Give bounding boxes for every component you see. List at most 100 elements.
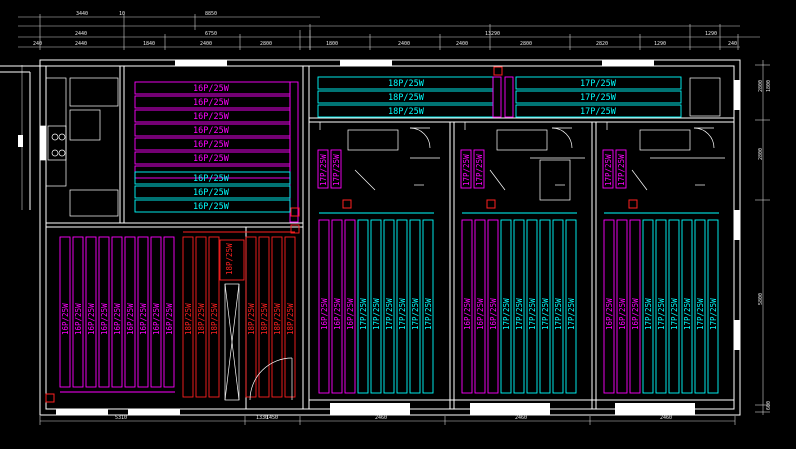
rack-label: 16P/25W [193, 84, 230, 94]
rack-label: 17P/25W [528, 298, 537, 330]
rack-label: 18P/25W [197, 303, 206, 335]
dim-bottom-1: 5310 [115, 415, 127, 421]
rack-label: 17P/25W [372, 298, 381, 330]
bottom-left-rack-group: 16P/25W 16P/25W 16P/25W 16P/25W 16P/25W … [45, 236, 175, 403]
dim-r3-8: 2400 [456, 41, 468, 47]
building-walls [0, 59, 741, 416]
rack-label: 17P/25W [580, 93, 617, 103]
dim-r3-3: 1840 [143, 41, 155, 47]
dim-right-2: 2800 [758, 148, 764, 160]
dimension-ticks [39, 14, 770, 425]
dim-r2-1: 2440 [75, 31, 87, 37]
rack-label: 16P/25W [193, 154, 230, 164]
rack-label: 17P/25W [604, 154, 613, 186]
door-swings [309, 121, 608, 130]
rack-label: 17P/25W [515, 298, 524, 330]
rack-label: 16P/25W [165, 303, 174, 335]
dim-right-5: 600 [766, 401, 772, 410]
rack-label: 16P/25W [193, 202, 230, 212]
rack-label: 16P/25W [113, 303, 122, 335]
dim-r3-12: 240 [728, 41, 737, 47]
rack-label: 17P/25W [502, 298, 511, 330]
dim-r3-9: 2800 [520, 41, 532, 47]
rack-label: 16P/25W [476, 298, 485, 330]
rack-label: 16P/25W [193, 140, 230, 150]
dim-r3-11: 1290 [654, 41, 666, 47]
dim-top-1: 3440 [76, 11, 88, 17]
rack-label: 17P/25W [580, 107, 617, 117]
dim-bottom-5: 2460 [515, 415, 527, 421]
rack-label: 17P/25W [462, 154, 471, 186]
rack-label: 18P/25W [184, 303, 193, 335]
equipment-room [39, 77, 119, 217]
windows [18, 60, 740, 415]
rack-label: 16P/25W [193, 112, 230, 122]
dim-top-3: 8850 [205, 11, 217, 17]
rack-label: 16P/25W [126, 303, 135, 335]
rack-label: 17P/25W [359, 298, 368, 330]
dim-r3-2: 2440 [75, 41, 87, 47]
rack-label: 18P/25W [286, 303, 295, 335]
rack-label: 18P/25W [260, 303, 269, 335]
rack-label: 16P/25W [100, 303, 109, 335]
top-left-rack-group: 16P/25W 16P/25W 16P/25W 16P/25W 16P/25W … [134, 81, 300, 223]
dim-bottom-4: 2460 [375, 415, 387, 421]
rack-label: 17P/25W [554, 298, 563, 330]
top-right-rack-group: 18P/25W 18P/25W 18P/25W 17P/25W 17P/25W … [317, 66, 721, 118]
dim-bottom-2: 1330 [256, 415, 268, 421]
rack-label: 16P/25W [333, 298, 342, 330]
dim-r2-2: 6750 [205, 31, 217, 37]
dim-r3-4: 2400 [200, 41, 212, 47]
dim-r3-6: 1800 [326, 41, 338, 47]
rack-label: 16P/25W [463, 298, 472, 330]
rack-label: 17P/25W [541, 298, 550, 330]
rack-label: 17P/25W [683, 298, 692, 330]
dim-r3-1: 240 [33, 41, 42, 47]
dim-r2-4: 1290 [705, 31, 717, 37]
rack-label: 17P/25W [475, 154, 484, 186]
dim-right-1: 2800 [758, 80, 764, 92]
dimension-text: 3440 10 8850 2440 6750 13290 1290 240 24… [33, 11, 772, 421]
rack-label: 17P/25W [411, 298, 420, 330]
rack-label: 16P/25W [152, 303, 161, 335]
rack-label: 17P/25W [709, 298, 718, 330]
rack-label: 18P/25W [210, 303, 219, 335]
bay-3: 17P/25W 17P/25W 16P/25W 16P/25W 16P/25W … [602, 127, 725, 394]
dim-bottom-6: 2460 [660, 415, 672, 421]
rack-label: 17P/25W [670, 298, 679, 330]
rack-label: 16P/25W [193, 126, 230, 136]
dim-right-3: 5800 [758, 293, 764, 305]
rack-label: 17P/25W [617, 154, 626, 186]
rack-label: 16P/25W [346, 298, 355, 330]
rack-label: 16P/25W [618, 298, 627, 330]
dim-r2-3: 13290 [485, 31, 500, 37]
rack-label: 18P/25W [273, 303, 282, 335]
rack-label: 16P/25W [139, 303, 148, 335]
rack-label: 17P/25W [385, 298, 394, 330]
rack-label: 17P/25W [424, 298, 433, 330]
bay-1: 17P/25W 17P/25W 16P/25W 16P/25W 16P/25W … [317, 127, 440, 394]
red-rack-group: 18P/25W 18P/25W 18P/25W 18P/25W 18P/25W … [182, 224, 300, 401]
rack-label: 18P/25W [388, 93, 425, 103]
rack-label: 16P/25W [193, 98, 230, 108]
dim-r3-10: 2820 [596, 41, 608, 47]
rack-label: 17P/25W [644, 298, 653, 330]
dim-r3-7: 2400 [398, 41, 410, 47]
rack-label: 16P/25W [605, 298, 614, 330]
rack-label: 16P/25W [87, 303, 96, 335]
dim-bottom-3: 1450 [266, 415, 278, 421]
rack-label: 16P/25W [193, 188, 230, 198]
rack-label: 17P/25W [319, 154, 328, 186]
rack-label: 17P/25W [657, 298, 666, 330]
rack-label: 16P/25W [193, 174, 230, 184]
rack-label: 17P/25W [580, 79, 617, 89]
rack-label: 16P/25W [489, 298, 498, 330]
rack-label: 18P/25W [388, 107, 425, 117]
bay-2: 17P/25W 17P/25W 16P/25W 16P/25W 16P/25W … [460, 127, 585, 394]
rack-label: 16P/25W [74, 303, 83, 335]
rack-label: 18P/25W [225, 243, 234, 275]
rack-label: 17P/25W [567, 298, 576, 330]
dim-r3-5: 2800 [260, 41, 272, 47]
rack-label: 16P/25W [61, 303, 70, 335]
